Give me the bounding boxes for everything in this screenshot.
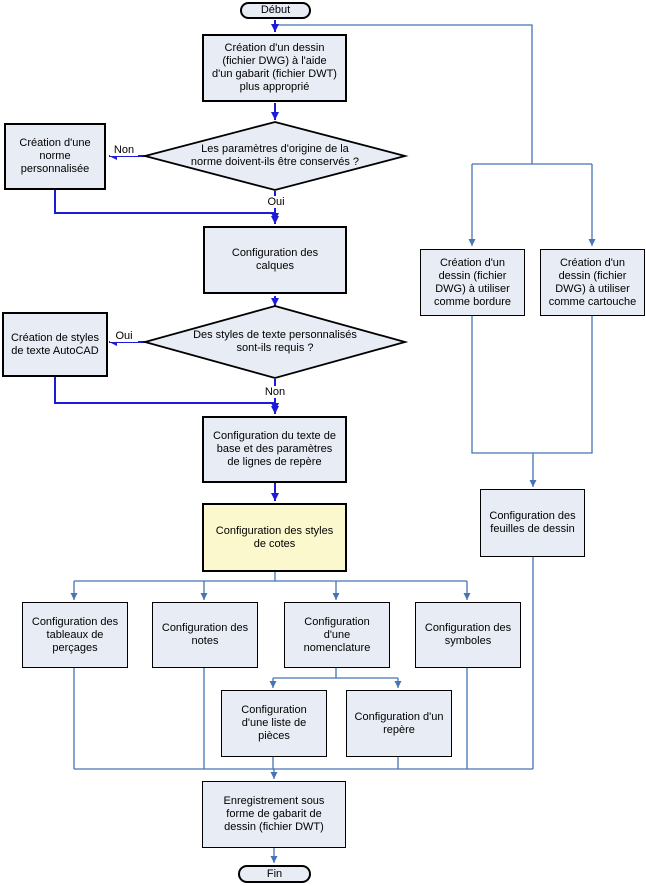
decision-diamond-norme xyxy=(141,121,409,191)
edge-label-non-1: Non xyxy=(110,144,138,156)
process-box-symboles: Configuration des symboles xyxy=(415,602,521,668)
process-box-liste-pieces: Configuration d'une liste de pièces xyxy=(221,690,327,757)
process-box-texte-base: Configuration du texte de base et des pa… xyxy=(202,416,347,483)
process-box-enregistrement: Enregistrement sous forme de gabarit de … xyxy=(202,781,346,848)
process-box-norme-personnalisee: Création d'une norme personnalisée xyxy=(4,123,106,190)
main-flow-wires xyxy=(54,20,279,501)
edge-label-non-2: Non xyxy=(260,386,290,398)
decision-text-texte: Des styles de texte personnalisés sont-i… xyxy=(193,329,357,354)
process-box-calques: Configuration des calques xyxy=(203,226,347,294)
edge-label-oui-2: Oui xyxy=(110,330,138,342)
process-box-notes: Configuration des notes xyxy=(152,602,258,668)
decision-diamond-texte xyxy=(141,305,409,379)
process-box-repere: Configuration d'un repère xyxy=(346,690,452,757)
end-terminal: Fin xyxy=(238,865,311,883)
edge-label-oui-1: Oui xyxy=(262,196,290,208)
branch-wires xyxy=(70,24,596,863)
start-terminal: Début xyxy=(240,2,311,19)
process-box-nomenclature: Configuration d'une nomenclature xyxy=(284,602,390,668)
decision-text-norme: Les paramètres d'origine de la norme doi… xyxy=(190,143,360,168)
process-box-create-dwg: Création d'un dessin (fichier DWG) à l'a… xyxy=(202,34,347,102)
process-box-bordure: Création d'un dessin (fichier DWG) à uti… xyxy=(420,249,525,316)
process-box-tableaux-percages: Configuration des tableaux de perçages xyxy=(22,602,128,668)
process-box-cartouche: Création d'un dessin (fichier DWG) à uti… xyxy=(540,249,645,316)
process-box-feuilles-dessin: Configuration des feuilles de dessin xyxy=(480,489,585,557)
process-box-styles-cotes-highlighted: Configuration des styles de cotes xyxy=(202,503,347,572)
process-box-styles-texte-autocad: Création de styles de texte AutoCAD xyxy=(2,312,108,377)
